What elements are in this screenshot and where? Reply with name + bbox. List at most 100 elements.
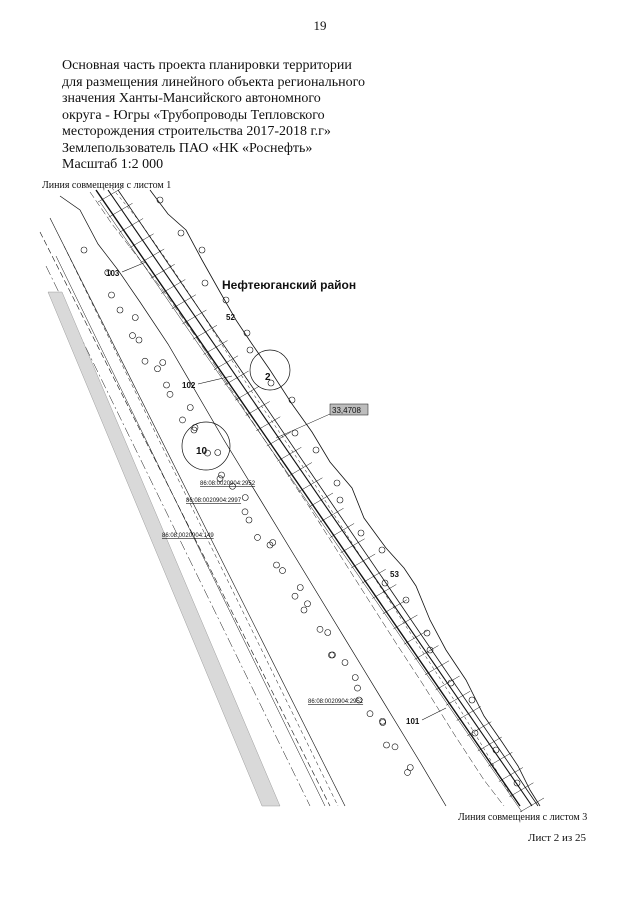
district-label: Нефтеюганский район bbox=[222, 278, 356, 292]
corridor-tick bbox=[382, 599, 407, 614]
corridor-tick bbox=[224, 370, 249, 386]
survey-point bbox=[312, 446, 320, 454]
survey-point bbox=[222, 296, 230, 304]
corridor-tick bbox=[256, 416, 281, 431]
title-line: для размещения линейного объекта региона… bbox=[62, 74, 366, 90]
left-road-center bbox=[63, 245, 339, 807]
survey-point bbox=[129, 332, 136, 339]
area-box bbox=[329, 403, 369, 416]
survey-point bbox=[341, 659, 349, 666]
callout-label-10: 10 bbox=[196, 446, 208, 457]
callout-circle-2 bbox=[249, 349, 291, 391]
land-user-line: Землепользователь ПАО «НК «Роснефть» bbox=[62, 140, 313, 156]
survey-point bbox=[267, 379, 275, 387]
corridor-tick bbox=[235, 386, 260, 401]
survey-point bbox=[316, 626, 324, 633]
survey-point bbox=[513, 779, 521, 787]
corridor-tick bbox=[213, 355, 239, 370]
mid-dashed-line bbox=[89, 191, 505, 807]
survey-point bbox=[190, 426, 198, 434]
point-label-102: 102 bbox=[182, 381, 196, 390]
area-label: 33,4708 bbox=[332, 406, 361, 415]
survey-point bbox=[104, 269, 112, 276]
survey-point bbox=[288, 396, 296, 404]
corridor-tick bbox=[140, 248, 165, 264]
survey-point bbox=[357, 529, 365, 537]
title-line: Основная часть проекта планировки террит… bbox=[62, 58, 352, 73]
corridor-tick bbox=[519, 797, 545, 813]
survey-point bbox=[216, 475, 224, 482]
cadastral-label: 86:08:0020904:2997 bbox=[186, 498, 242, 504]
survey-point bbox=[186, 404, 194, 411]
survey-point bbox=[366, 710, 374, 717]
corridor-tick bbox=[372, 584, 397, 599]
survey-point bbox=[229, 482, 236, 490]
corridor-tick bbox=[161, 279, 186, 294]
survey-point bbox=[379, 717, 386, 725]
corridor-tick bbox=[266, 431, 291, 447]
survey-point bbox=[201, 279, 209, 287]
corridor-tick bbox=[435, 675, 460, 691]
survey-point bbox=[177, 229, 185, 237]
callout-circle-10 bbox=[181, 421, 231, 471]
point-label-53: 53 bbox=[390, 570, 399, 579]
corridor-tick bbox=[351, 553, 376, 569]
survey-point bbox=[471, 729, 479, 737]
survey-point bbox=[492, 746, 500, 754]
point-labels: 103 52 102 53 101 bbox=[106, 261, 447, 726]
bottom-match-line-label: Линия совмещения с листом 3 bbox=[458, 812, 588, 823]
survey-point bbox=[333, 479, 341, 487]
corridor-tick bbox=[308, 492, 334, 508]
survey-point bbox=[218, 471, 225, 479]
right-allotment-boundary bbox=[149, 189, 541, 807]
survey-point bbox=[328, 651, 335, 659]
corridor-tick bbox=[203, 340, 228, 355]
survey-points bbox=[80, 196, 521, 787]
corridor-tick bbox=[488, 752, 513, 767]
corridor-tick bbox=[361, 569, 386, 584]
corridor-tick bbox=[150, 264, 175, 279]
survey-point bbox=[351, 674, 359, 681]
sheet-number: Лист 2 из 25 bbox=[528, 832, 587, 844]
corridor-tick bbox=[414, 645, 439, 660]
corridor-tick bbox=[108, 203, 133, 218]
corridor-tick bbox=[129, 233, 154, 248]
survey-point bbox=[391, 743, 399, 751]
corridor-tick bbox=[498, 767, 524, 782]
corridor-tick bbox=[298, 477, 323, 492]
survey-point bbox=[379, 719, 387, 726]
corridor-tick bbox=[182, 309, 207, 325]
survey-point bbox=[198, 246, 206, 254]
survey-point bbox=[324, 629, 332, 636]
left-dashdot-line bbox=[45, 265, 311, 807]
survey-point bbox=[354, 684, 361, 692]
survey-point bbox=[423, 629, 431, 637]
title-block: Основная часть проекта планировки террит… bbox=[62, 58, 392, 174]
cadastral-label: 86:08:0020904:149 bbox=[162, 533, 214, 539]
corridor-tick bbox=[319, 508, 344, 523]
corridor-tick bbox=[329, 523, 355, 538]
survey-point bbox=[291, 429, 299, 437]
survey-point bbox=[241, 508, 249, 516]
survey-point bbox=[378, 546, 386, 554]
survey-point bbox=[135, 336, 143, 344]
survey-point bbox=[402, 596, 410, 604]
right-dashed-line bbox=[111, 187, 513, 799]
corridor-tick bbox=[245, 401, 270, 416]
survey-point bbox=[254, 534, 261, 541]
survey-point bbox=[245, 516, 253, 524]
survey-point bbox=[383, 741, 390, 749]
corridor-tick bbox=[97, 187, 123, 203]
corridor-tick bbox=[287, 462, 313, 477]
survey-point bbox=[131, 314, 139, 321]
corridor-tick bbox=[171, 294, 196, 309]
point-label-101: 101 bbox=[406, 717, 420, 726]
corridor-tick bbox=[277, 447, 302, 462]
survey-point bbox=[406, 764, 414, 771]
survey-point bbox=[468, 696, 476, 704]
top-match-line-label: Линия совмещения с листом 1 bbox=[42, 180, 172, 191]
survey-point bbox=[166, 391, 174, 398]
survey-point bbox=[381, 579, 389, 587]
corridor-tick bbox=[446, 691, 471, 706]
